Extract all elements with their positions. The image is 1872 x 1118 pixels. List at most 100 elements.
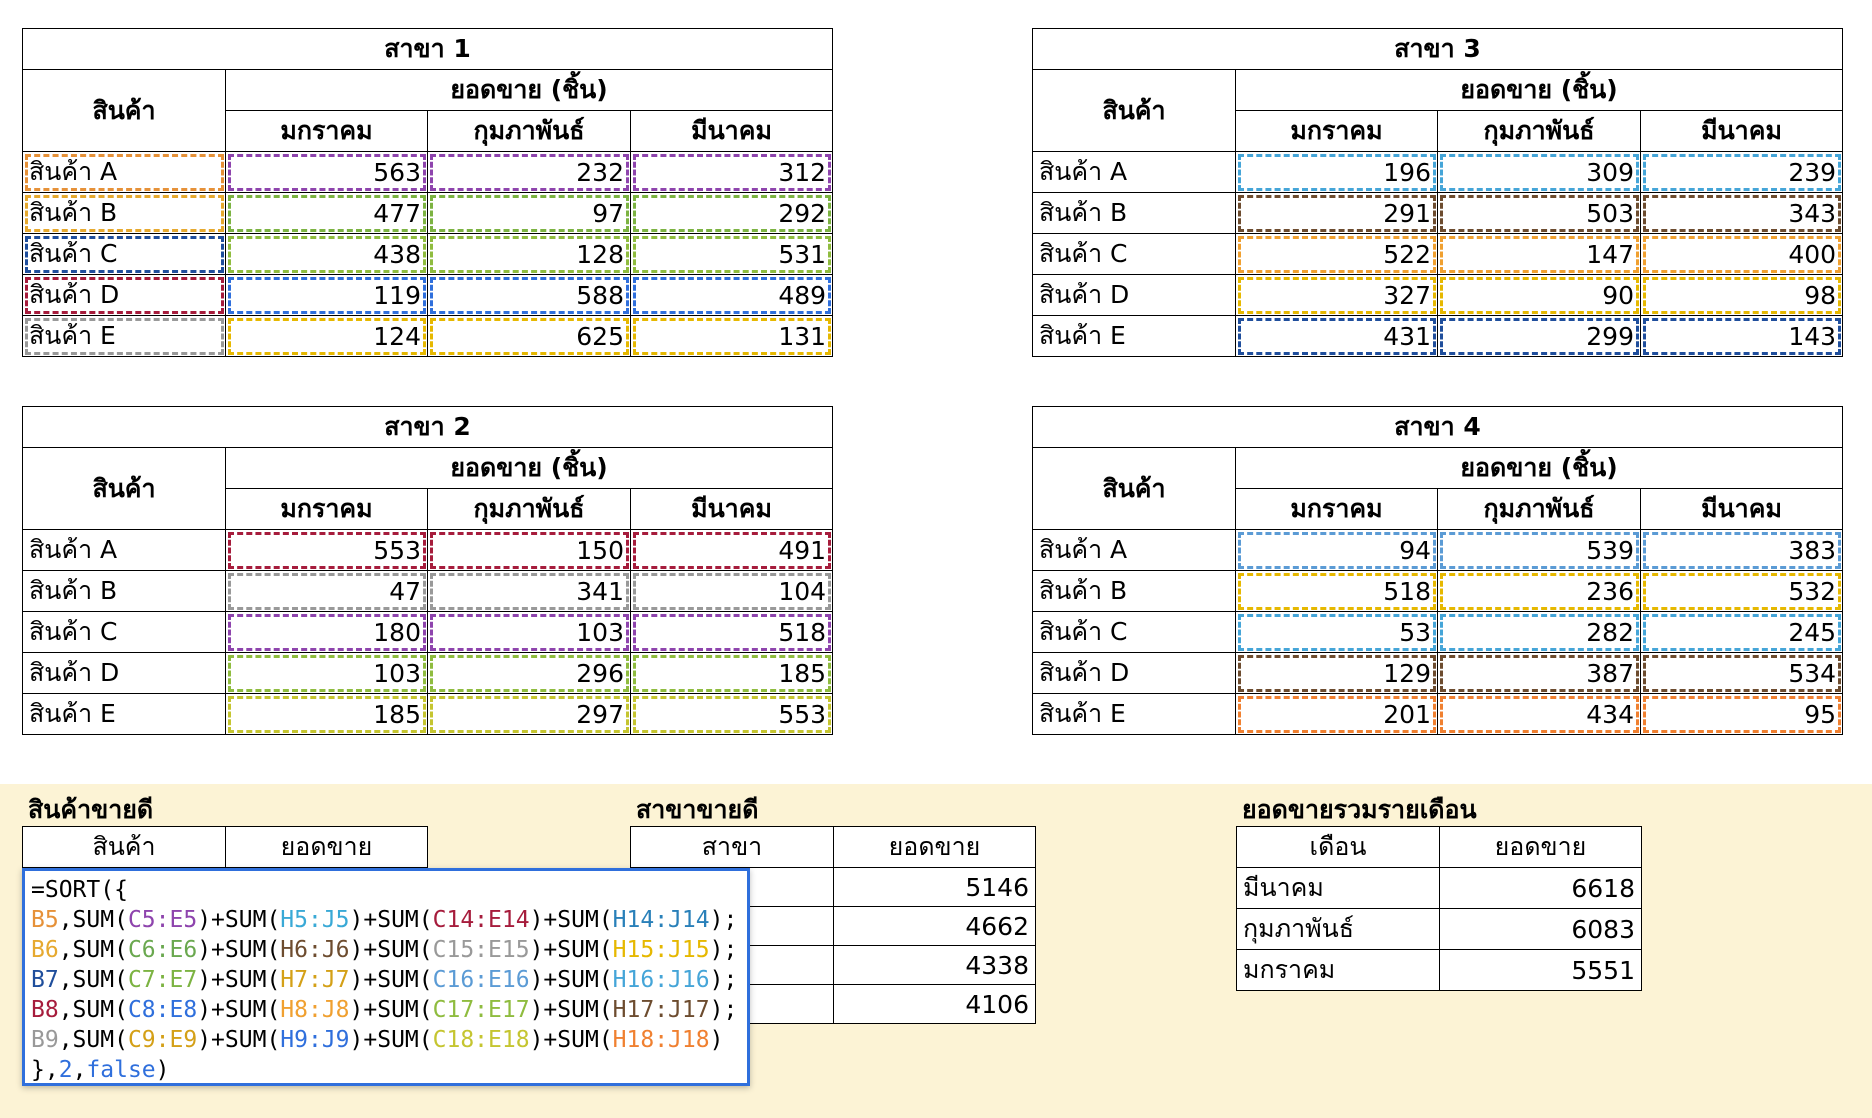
feb-header[interactable]: กุมภาพันธ์ (427, 488, 631, 530)
value-cell[interactable]: 119 (225, 274, 428, 316)
value-cell[interactable]: 5146 (833, 867, 1036, 907)
value-cell[interactable]: 312 (629, 151, 834, 193)
product-header[interactable]: สินค้า (22, 69, 226, 152)
value-cell[interactable]: 180 (225, 611, 428, 653)
jan-header[interactable]: มกราคม (225, 110, 428, 152)
product-name-cell[interactable]: สินค้า E (1032, 693, 1236, 735)
product-name-cell[interactable]: สินค้า E (1032, 315, 1236, 357)
month-cell[interactable]: กุมภาพันธ์ (1236, 908, 1440, 950)
value-cell[interactable]: 90 (1437, 274, 1641, 316)
best-products-title[interactable]: สินค้าขายดี (28, 795, 154, 824)
month-cell[interactable]: มกราคม (1236, 949, 1440, 991)
value-cell[interactable]: 147 (1437, 233, 1641, 275)
sales-col-header[interactable]: ยอดขาย (1439, 826, 1642, 868)
value-cell[interactable]: 625 (427, 315, 631, 357)
value-cell[interactable]: 518 (629, 611, 834, 653)
sales-units-header[interactable]: ยอดขาย (ชิ้น) (224, 69, 834, 111)
value-cell[interactable]: 291 (1235, 192, 1438, 234)
value-cell[interactable]: 95 (1639, 693, 1844, 735)
value-cell[interactable]: 239 (1639, 151, 1844, 193)
jan-header[interactable]: มกราคม (1235, 110, 1438, 152)
value-cell[interactable]: 4106 (833, 984, 1036, 1024)
value-cell[interactable]: 131 (629, 315, 834, 357)
value-cell[interactable]: 128 (427, 233, 631, 275)
value-cell[interactable]: 185 (225, 693, 428, 735)
value-cell[interactable]: 518 (1235, 570, 1438, 612)
value-cell[interactable]: 103 (225, 652, 428, 694)
mar-header[interactable]: มีนาคม (629, 110, 834, 152)
value-cell[interactable]: 98 (1639, 274, 1844, 316)
product-name-cell[interactable]: สินค้า A (1032, 529, 1236, 571)
value-cell[interactable]: 236 (1437, 570, 1641, 612)
month-col-header[interactable]: เดือน (1236, 826, 1440, 868)
month-cell[interactable]: มีนาคม (1236, 867, 1440, 909)
value-cell[interactable]: 588 (427, 274, 631, 316)
value-cell[interactable]: 297 (427, 693, 631, 735)
value-cell[interactable]: 185 (629, 652, 834, 694)
branch-3-title[interactable]: สาขา 3 (1031, 28, 1844, 70)
value-cell[interactable]: 431 (1235, 315, 1438, 357)
sales-units-header[interactable]: ยอดขาย (ชิ้น) (224, 447, 834, 489)
value-cell[interactable]: 438 (225, 233, 428, 275)
product-name-cell[interactable]: สินค้า A (22, 529, 226, 571)
product-name-cell[interactable]: สินค้า B (1032, 192, 1236, 234)
product-name-cell[interactable]: สินค้า D (1032, 274, 1236, 316)
value-cell[interactable]: 292 (629, 192, 834, 234)
value-cell[interactable]: 4338 (833, 945, 1036, 985)
value-cell[interactable]: 341 (427, 570, 631, 612)
value-cell[interactable]: 129 (1235, 652, 1438, 694)
product-name-cell[interactable]: สินค้า E (22, 315, 226, 357)
value-cell[interactable]: 327 (1235, 274, 1438, 316)
value-cell[interactable]: 299 (1437, 315, 1641, 357)
value-cell[interactable]: 477 (225, 192, 428, 234)
sales-units-header[interactable]: ยอดขาย (ชิ้น) (1234, 447, 1844, 489)
product-name-cell[interactable]: สินค้า B (22, 570, 226, 612)
product-header[interactable]: สินค้า (1032, 69, 1236, 152)
value-cell[interactable]: 4662 (833, 906, 1036, 946)
product-name-cell[interactable]: สินค้า B (22, 192, 226, 234)
product-name-cell[interactable]: สินค้า D (22, 652, 226, 694)
sales-col-header[interactable]: ยอดขาย (225, 826, 428, 868)
mar-header[interactable]: มีนาคม (1639, 488, 1844, 530)
value-cell[interactable]: 491 (629, 529, 834, 571)
value-cell[interactable]: 47 (225, 570, 428, 612)
value-cell[interactable]: 534 (1639, 652, 1844, 694)
product-name-cell[interactable]: สินค้า D (22, 274, 226, 316)
value-cell[interactable]: 143 (1639, 315, 1844, 357)
value-cell[interactable]: 97 (427, 192, 631, 234)
product-name-cell[interactable]: สินค้า E (22, 693, 226, 735)
value-cell[interactable]: 94 (1235, 529, 1438, 571)
value-cell[interactable]: 489 (629, 274, 834, 316)
value-cell[interactable]: 282 (1437, 611, 1641, 653)
value-cell[interactable]: 553 (629, 693, 834, 735)
monthly-total-title[interactable]: ยอดขายรวมรายเดือน (1242, 795, 1477, 824)
value-cell[interactable]: 232 (427, 151, 631, 193)
value-cell[interactable]: 150 (427, 529, 631, 571)
product-col-header[interactable]: สินค้า (22, 826, 226, 868)
feb-header[interactable]: กุมภาพันธ์ (1437, 110, 1641, 152)
product-name-cell[interactable]: สินค้า C (22, 611, 226, 653)
mar-header[interactable]: มีนาคม (1639, 110, 1844, 152)
value-cell[interactable]: 104 (629, 570, 834, 612)
best-branches-title[interactable]: สาขาขายดี (636, 795, 759, 824)
branch-col-header[interactable]: สาขา (630, 826, 834, 868)
value-cell[interactable]: 563 (225, 151, 428, 193)
value-cell[interactable]: 532 (1639, 570, 1844, 612)
branch-4-title[interactable]: สาขา 4 (1031, 406, 1844, 448)
branch-2-title[interactable]: สาขา 2 (21, 406, 834, 448)
value-cell[interactable]: 201 (1235, 693, 1438, 735)
value-cell[interactable]: 434 (1437, 693, 1641, 735)
sales-units-header[interactable]: ยอดขาย (ชิ้น) (1234, 69, 1844, 111)
value-cell[interactable]: 343 (1639, 192, 1844, 234)
value-cell[interactable]: 383 (1639, 529, 1844, 571)
sales-col-header[interactable]: ยอดขาย (833, 826, 1036, 868)
feb-header[interactable]: กุมภาพันธ์ (1437, 488, 1641, 530)
value-cell[interactable]: 5551 (1439, 949, 1642, 991)
value-cell[interactable]: 309 (1437, 151, 1641, 193)
value-cell[interactable]: 6618 (1439, 867, 1642, 909)
value-cell[interactable]: 400 (1639, 233, 1844, 275)
formula-editor[interactable]: =SORT({ B5,SUM(C5:E5)+SUM(H5:J5)+SUM(C14… (22, 868, 750, 1086)
product-header[interactable]: สินค้า (22, 447, 226, 530)
value-cell[interactable]: 103 (427, 611, 631, 653)
value-cell[interactable]: 196 (1235, 151, 1438, 193)
